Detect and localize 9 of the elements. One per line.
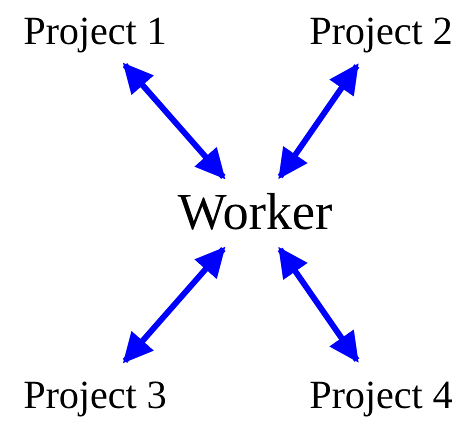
- node-label: Project 4: [290, 370, 471, 420]
- double-arrow: [122, 246, 226, 364]
- node-label: Project 1: [4, 6, 186, 56]
- double-arrow: [278, 246, 360, 363]
- node-label: Project 2: [290, 6, 471, 56]
- node-label: Worker: [150, 180, 360, 246]
- double-arrow: [122, 62, 226, 180]
- double-arrow: [278, 63, 360, 180]
- node-label: Project 3: [4, 370, 186, 420]
